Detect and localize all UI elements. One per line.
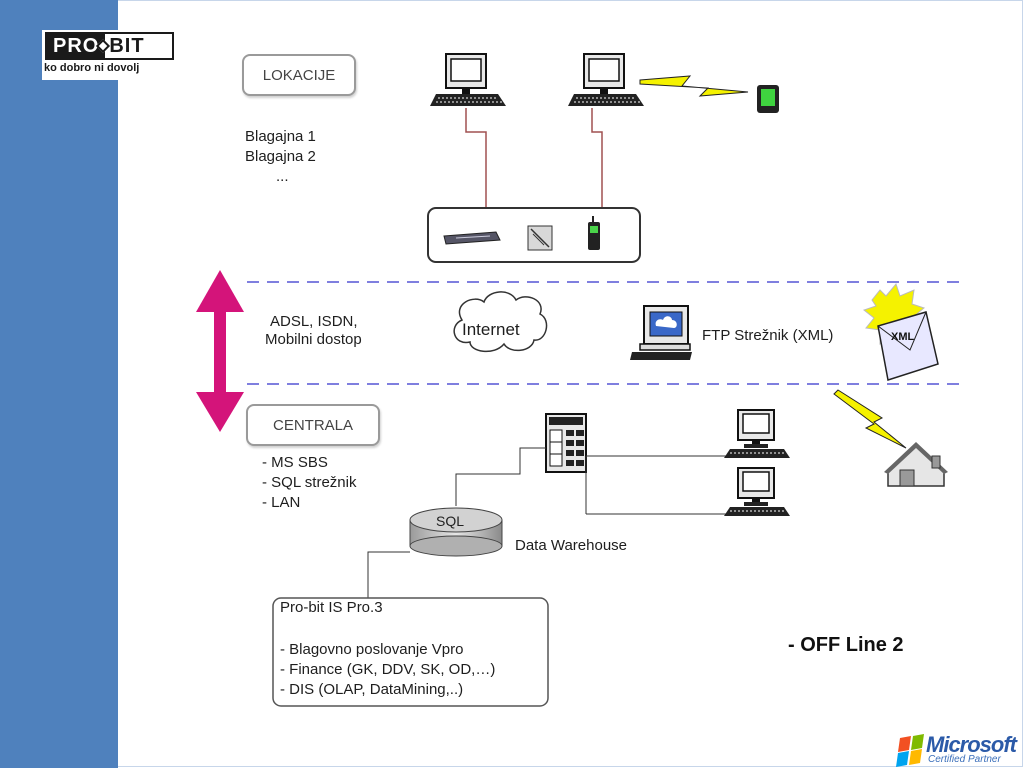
product-item-3: - DIS (OLAP, DataMining,..) (280, 681, 464, 698)
microsoft-subtitle: Certified Partner (928, 754, 1001, 765)
computer-icon (723, 409, 791, 459)
logo-bit-text: BIT (109, 34, 145, 57)
sql-database-icon (409, 507, 503, 557)
server-tower-icon (545, 413, 587, 473)
internet-label: Internet (462, 320, 520, 339)
connector-line (367, 551, 410, 598)
central-label: CENTRALA (246, 404, 380, 446)
product-item-1: - Blagovno poslovanje Vpro (280, 641, 464, 658)
product-title: Pro-bit IS Pro.3 (280, 599, 383, 616)
locations-title: LOKACIJE (262, 66, 336, 84)
offline-label: - OFF Line 2 (788, 634, 904, 656)
ftp-server-label: FTP Strežnik (XML) (702, 327, 834, 344)
logo-pro-text: PRO (47, 34, 106, 58)
slide-frame (118, 0, 1023, 767)
microsoft-brand: Microsoft (926, 732, 1017, 757)
ftp-server-icon (630, 305, 692, 360)
pda-icon (757, 85, 779, 113)
microsoft-flag-icon (896, 734, 924, 767)
mobile-phone-icon (588, 216, 600, 250)
central-title: CENTRALA (272, 416, 354, 434)
cable-line (591, 108, 603, 208)
product-item-2: - Finance (GK, DDV, SK, OD,…) (280, 661, 496, 678)
location-item-3: ... (276, 168, 289, 185)
computer-icon (429, 53, 507, 107)
double-arrow-icon (196, 270, 244, 432)
sql-label: SQL (436, 513, 464, 529)
lightning-icon (833, 389, 907, 449)
router-icon (527, 225, 553, 251)
data-warehouse-label: Data Warehouse (515, 537, 628, 554)
microsoft-partner-logo: Microsoft Certified Partner (896, 732, 1021, 766)
computer-icon (567, 53, 645, 107)
network-label-line1: ADSL, ISDN, (270, 313, 358, 330)
house-icon (884, 442, 948, 487)
probit-logo: PRO BIT ko dobro ni dovolj (42, 30, 178, 80)
xml-badge-text: XML (891, 331, 915, 343)
xml-envelope-icon (862, 282, 939, 381)
lightning-icon (639, 75, 749, 97)
locations-label: LOKACIJE (242, 54, 356, 96)
location-item-2: Blagajna 2 (245, 148, 316, 165)
central-item-1: - MS SBS (262, 454, 328, 471)
cable-line (465, 108, 487, 208)
logo-slogan: ko dobro ni dovolj (44, 62, 140, 74)
central-item-2: - SQL strežnik (262, 474, 357, 491)
network-label-line2: Mobilni dostop (265, 331, 362, 348)
sidebar (0, 0, 118, 768)
location-item-1: Blagajna 1 (245, 128, 316, 145)
modem-icon (443, 231, 501, 245)
lan-line (455, 447, 546, 506)
central-item-3: - LAN (262, 494, 301, 511)
product-box (272, 597, 549, 707)
internet-cloud-icon (453, 291, 548, 353)
computer-icon (723, 467, 791, 517)
